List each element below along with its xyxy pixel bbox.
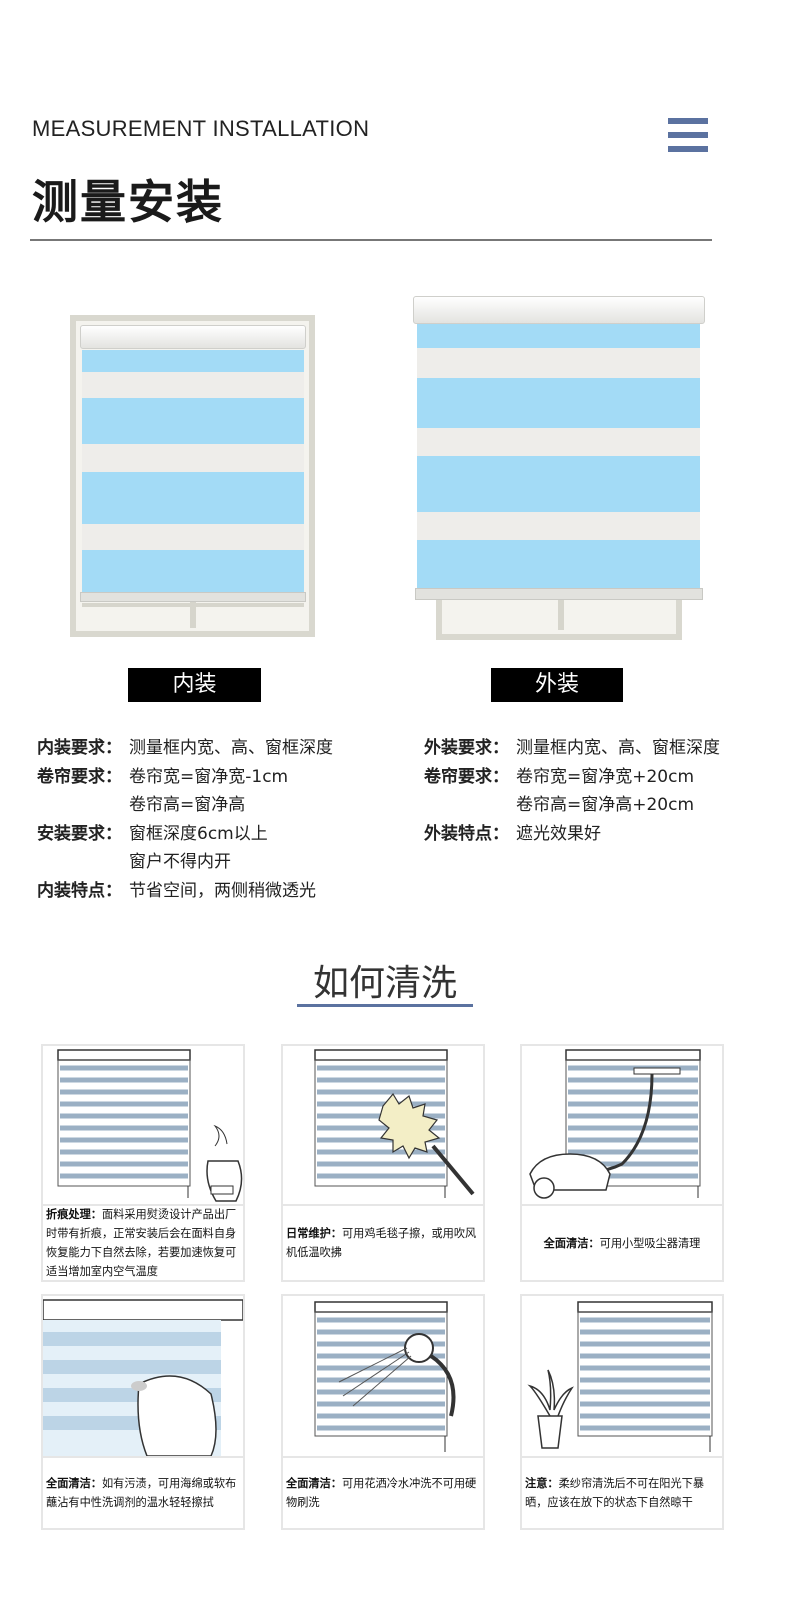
caption-text: 可用小型吸尘器清理: [599, 1236, 701, 1250]
wash-card-daily: 日常维护：可用鸡毛毯子擦，或用吹风机低温吹拂: [281, 1044, 485, 1282]
spec-key: 内装特点：: [37, 880, 122, 901]
spec-value: 测量框内宽、高、窗框深度: [516, 738, 720, 758]
wash-card-vacuum: 全面清洁：可用小型吸尘器清理: [520, 1044, 724, 1282]
inside-mount-spec: 内装要求： 测量框内宽、高、窗框深度 卷帘要求： 卷帘宽=窗净宽-1cm 卷帘高=窗…: [37, 734, 333, 906]
spec-value: 遮光效果好: [516, 823, 601, 844]
outside-mount-tag: 外装: [491, 668, 623, 702]
caption-text: 如有污渍，可用海绵或软布蘸沾有中性洗调剂的温水轻轻擦拭: [46, 1477, 237, 1509]
wash-card-dry: 注意：柔纱帘清洗后不可在阳光下暴晒，应该在放下的状态下自然晾干: [520, 1294, 724, 1530]
caption-text: 可用鸡毛毯子擦，或用吹风机低温吹拂: [286, 1227, 477, 1259]
spec-value: 窗框深度6cm以上: [129, 823, 268, 844]
wash-title-underline: [297, 1004, 473, 1007]
outside-mount-illustration: [413, 296, 705, 641]
wash-card-caption: 全面清洁：可用花洒冷水冲洗不可用硬物刷洗: [283, 1456, 483, 1528]
spec-row: 窗户不得内开: [37, 848, 333, 877]
spec-value: 卷帘宽=窗净宽-1cm: [129, 766, 289, 787]
wash-card-shower: 全面清洁：可用花洒冷水冲洗不可用硬物刷洗: [281, 1294, 485, 1530]
caption-text: 面料采用熨烫设计产品出厂时带有折痕，正常安装后会在面料自身恢复能力下自然去除，若…: [46, 1208, 237, 1278]
wash-card-caption: 折痕处理：面料采用熨烫设计产品出厂时带有折痕，正常安装后会在面料自身恢复能力下自…: [43, 1204, 243, 1280]
spec-value: 节省空间，两侧稍微透光: [129, 880, 316, 901]
spec-value: 窗户不得内开: [129, 852, 231, 873]
wash-card-caption: 全面清洁：如有污渍，可用海绵或软布蘸沾有中性洗调剂的温水轻轻擦拭: [43, 1456, 243, 1528]
menu-icon[interactable]: [668, 118, 708, 152]
spec-key: 外装特点：: [424, 823, 509, 844]
caption-key: 全面清洁：: [543, 1236, 600, 1250]
blind-sponge-illustration: [43, 1299, 243, 1457]
blind-vacuum-illustration: [529, 1049, 701, 1199]
blind-duster-illustration: [314, 1049, 475, 1198]
caption-key: 日常维护：: [286, 1227, 342, 1240]
spec-value: 卷帘高=窗净高+20cm: [516, 795, 695, 816]
blind-shower-illustration: [314, 1301, 456, 1452]
spec-row: 外装特点： 遮光效果好: [424, 820, 720, 849]
caption-text: 柔纱帘清洗后不可在阳光下暴晒，应该在放下的状态下自然晾干: [525, 1477, 705, 1509]
blind-plant-illustration: [527, 1301, 713, 1452]
spec-key: 内装要求：: [37, 738, 122, 758]
caption-key: 全面清洁：: [46, 1477, 102, 1490]
caption-key: 折痕处理：: [46, 1208, 102, 1221]
spec-key: 外装要求：: [424, 738, 509, 758]
spec-key: 安装要求：: [37, 823, 122, 844]
spec-value: 卷帘高=窗净高: [129, 795, 246, 816]
spec-key: 卷帘要求：: [424, 766, 509, 787]
spec-value: 测量框内宽、高、窗框深度: [129, 738, 333, 758]
spec-row: 外装要求： 测量框内宽、高、窗框深度: [424, 734, 720, 763]
wash-card-caption: 注意：柔纱帘清洗后不可在阳光下暴晒，应该在放下的状态下自然晾干: [522, 1456, 722, 1528]
caption-text: 可用花洒冷水冲洗不可用硬物刷洗: [286, 1477, 477, 1509]
wash-section-title: 如何清洗: [312, 963, 457, 1004]
wash-card-caption: 全面清洁：可用小型吸尘器清理: [522, 1204, 722, 1280]
inside-mount-tag: 内装: [128, 668, 261, 702]
blind-steamer-illustration: [57, 1049, 243, 1202]
outside-mount-spec: 外装要求： 测量框内宽、高、窗框深度 卷帘要求： 卷帘宽=窗净宽+20cm 卷帘高=…: [424, 734, 720, 848]
spec-row: 卷帘要求： 卷帘宽=窗净宽-1cm: [37, 763, 333, 792]
divider: [30, 239, 712, 241]
spec-row: 内装特点： 节省空间，两侧稍微透光: [37, 877, 333, 906]
spec-row: 卷帘要求： 卷帘宽=窗净宽+20cm: [424, 763, 720, 792]
caption-key: 注意：: [525, 1477, 559, 1490]
spec-value: 卷帘宽=窗净宽+20cm: [516, 766, 695, 787]
caption-key: 全面清洁：: [286, 1477, 342, 1490]
inside-mount-illustration: [70, 315, 315, 637]
spec-row: 卷帘高=窗净高: [37, 791, 333, 820]
spec-key: 卷帘要求：: [37, 766, 122, 787]
english-title: MEASUREMENT INSTALLATION: [32, 116, 370, 141]
wash-card-sponge: 全面清洁：如有污渍，可用海绵或软布蘸沾有中性洗调剂的温水轻轻擦拭: [41, 1294, 245, 1530]
spec-row: 安装要求： 窗框深度6cm以上: [37, 820, 333, 849]
wash-card-crease: 折痕处理：面料采用熨烫设计产品出厂时带有折痕，正常安装后会在面料自身恢复能力下自…: [41, 1044, 245, 1282]
page-title: 测量安装: [32, 175, 224, 229]
spec-row: 卷帘高=窗净高+20cm: [424, 791, 720, 820]
wash-card-caption: 日常维护：可用鸡毛毯子擦，或用吹风机低温吹拂: [283, 1204, 483, 1280]
spec-row: 内装要求： 测量框内宽、高、窗框深度: [37, 734, 333, 763]
